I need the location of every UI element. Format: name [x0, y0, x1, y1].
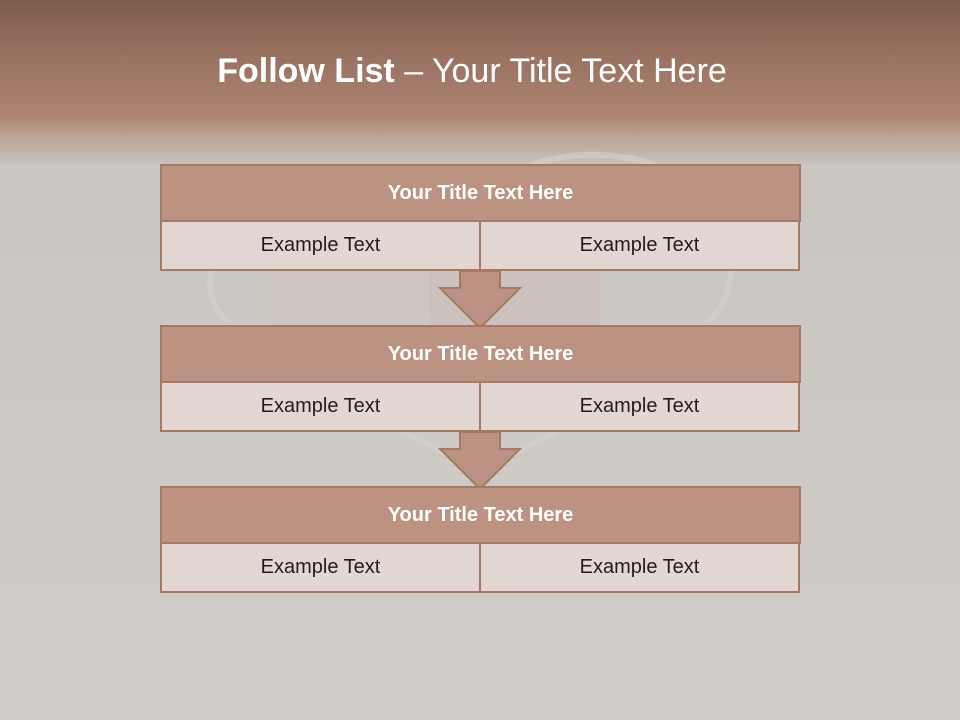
block-cell-left: Example Text: [160, 381, 481, 432]
block-row: Example Text Example Text: [160, 220, 801, 271]
slide-title: Follow List – Your Title Text Here: [0, 52, 944, 91]
block-cell-left: Example Text: [160, 220, 481, 271]
block-title: Your Title Text Here: [160, 164, 801, 222]
list-block-1: Your Title Text Here Example Text Exampl…: [160, 164, 801, 271]
block-row: Example Text Example Text: [160, 542, 801, 593]
slide-title-rest: – Your Title Text Here: [394, 52, 727, 90]
block-cell-right: Example Text: [479, 381, 800, 432]
down-arrow-icon: [438, 270, 522, 330]
down-arrow-icon: [438, 431, 522, 491]
list-block-2: Your Title Text Here Example Text Exampl…: [160, 325, 801, 432]
header-band: [0, 0, 960, 165]
block-cell-left: Example Text: [160, 542, 481, 593]
block-cell-right: Example Text: [479, 542, 800, 593]
block-row: Example Text Example Text: [160, 381, 801, 432]
slide-title-bold: Follow List: [217, 52, 395, 90]
block-title: Your Title Text Here: [160, 325, 801, 383]
block-cell-right: Example Text: [479, 220, 800, 271]
list-block-3: Your Title Text Here Example Text Exampl…: [160, 486, 801, 593]
block-title: Your Title Text Here: [160, 486, 801, 544]
